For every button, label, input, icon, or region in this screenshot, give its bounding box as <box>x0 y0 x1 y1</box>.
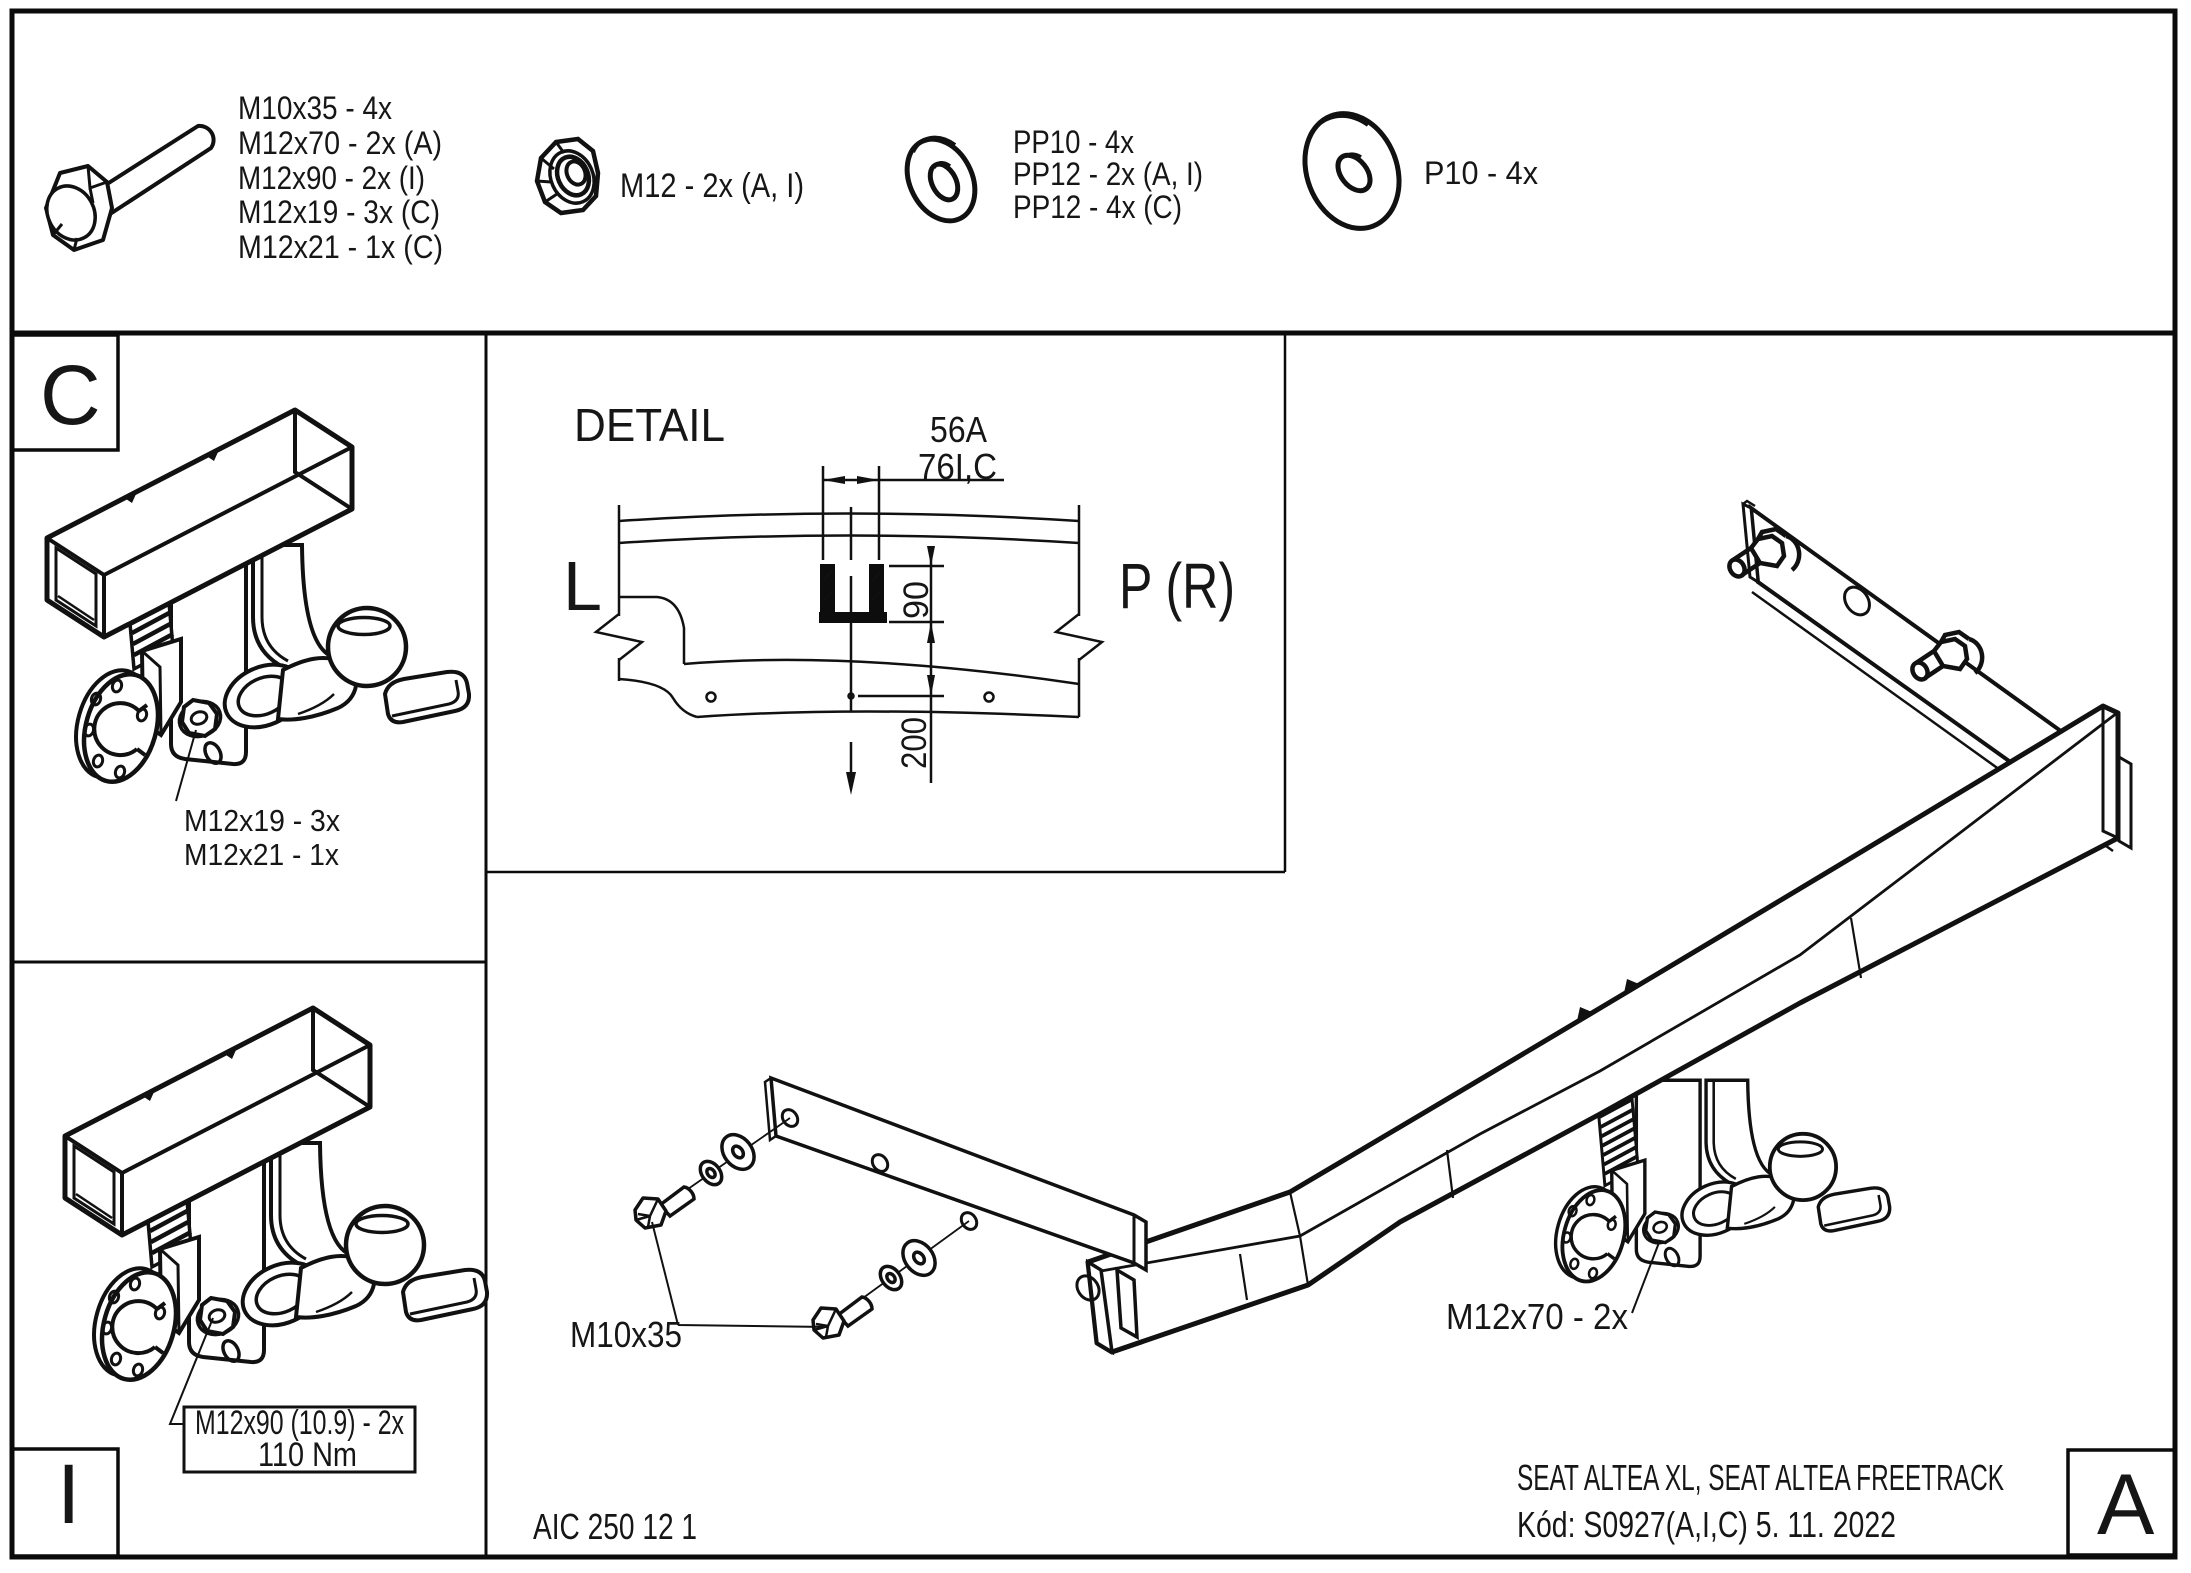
svg-text:A: A <box>2097 1457 2155 1553</box>
svg-text:PP12 - 2x (A, I): PP12 - 2x (A, I) <box>1013 156 1203 192</box>
svg-text:200: 200 <box>895 717 934 769</box>
svg-text:DETAIL: DETAIL <box>574 399 725 451</box>
svg-text:PP12 - 4x (C): PP12 - 4x (C) <box>1013 189 1182 225</box>
svg-text:Kód: S0927(A,I,C) 5. 11. 2022: Kód: S0927(A,I,C) 5. 11. 2022 <box>1517 1504 1896 1545</box>
svg-text:C: C <box>40 348 101 442</box>
svg-text:SEAT ALTEA XL, SEAT ALTEA FREE: SEAT ALTEA XL, SEAT ALTEA FREETRACK <box>1517 1457 2004 1498</box>
svg-text:90: 90 <box>897 581 936 619</box>
svg-text:M12x90 (10.9) - 2x: M12x90 (10.9) - 2x <box>195 1404 404 1442</box>
svg-text:M12x21 - 1x (C): M12x21 - 1x (C) <box>238 229 443 265</box>
svg-text:56A: 56A <box>930 409 987 450</box>
svg-text:M12x70 - 2x (A): M12x70 - 2x (A) <box>238 125 442 161</box>
svg-text:AIC 250 12 1: AIC 250 12 1 <box>533 1506 697 1547</box>
svg-text:M12x21 - 1x: M12x21 - 1x <box>184 837 339 872</box>
svg-text:M12x19 - 3x (C): M12x19 - 3x (C) <box>238 194 440 230</box>
svg-text:L: L <box>563 547 602 625</box>
svg-text:M10x35 - 4x: M10x35 - 4x <box>238 90 392 126</box>
svg-text:I: I <box>57 1447 80 1541</box>
svg-text:M12x70 - 2x: M12x70 - 2x <box>1446 1296 1628 1337</box>
svg-text:M12x19 - 3x: M12x19 - 3x <box>184 803 340 838</box>
svg-text:M12 - 2x (A, I): M12 - 2x (A, I) <box>620 167 804 205</box>
svg-text:P (R): P (R) <box>1119 550 1235 622</box>
svg-text:M10x35: M10x35 <box>570 1314 682 1355</box>
svg-text:M12x90 - 2x (I): M12x90 - 2x (I) <box>238 160 425 196</box>
svg-text:PP10 - 4x: PP10 - 4x <box>1013 124 1134 160</box>
svg-text:110 Nm: 110 Nm <box>258 1436 357 1474</box>
svg-text:P10 - 4x: P10 - 4x <box>1424 155 1538 191</box>
